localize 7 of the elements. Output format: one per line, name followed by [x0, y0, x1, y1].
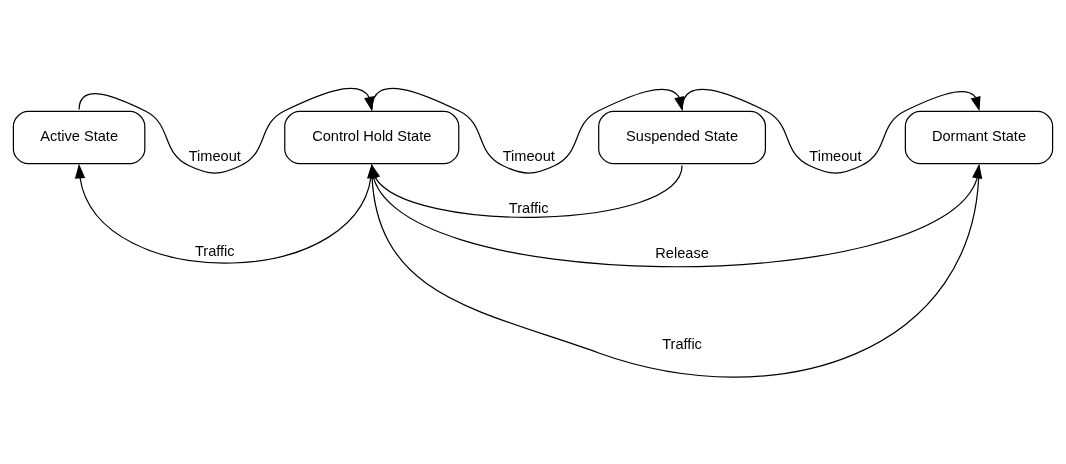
edge-label: Traffic — [508, 199, 549, 216]
edge-label: Timeout — [188, 147, 241, 164]
edge-label: Traffic — [194, 242, 235, 259]
edge-label: Traffic — [662, 335, 702, 352]
edge-label: Release — [655, 244, 709, 261]
edge-label: Timeout — [502, 147, 555, 164]
edge-label: Timeout — [809, 147, 862, 164]
